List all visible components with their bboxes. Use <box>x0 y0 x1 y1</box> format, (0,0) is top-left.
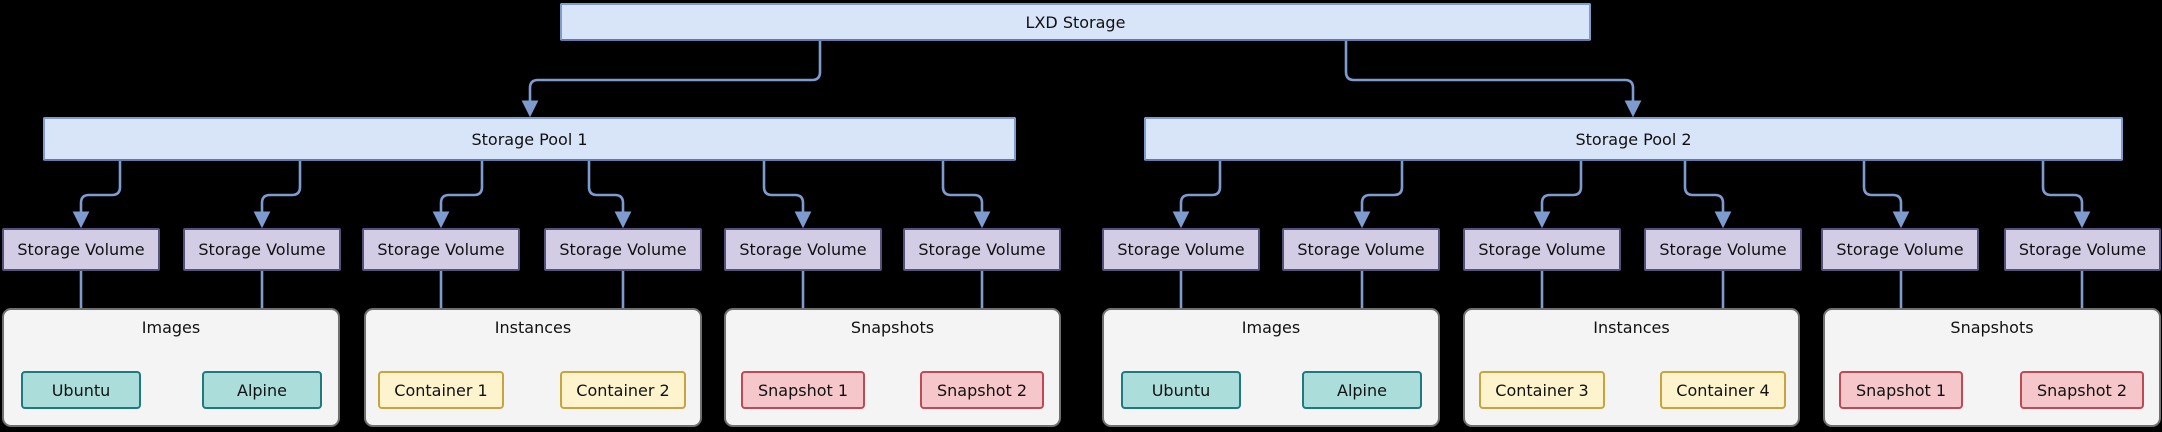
node-storage-volume-3: Storage Volume <box>362 228 520 271</box>
group-title: Instances <box>1593 318 1670 337</box>
node-alpine-1: Alpine <box>202 371 322 409</box>
group-snapshots-right: Snapshots <box>1823 308 2161 427</box>
node-ubuntu-2: Ubuntu <box>1121 371 1241 409</box>
node-storage-pool-2: Storage Pool 2 <box>1144 117 2123 161</box>
node-snapshot-2-left: Snapshot 2 <box>920 371 1044 409</box>
node-snapshot-2-right: Snapshot 2 <box>2020 371 2144 409</box>
node-container-4: Container 4 <box>1660 371 1786 409</box>
node-container-3: Container 3 <box>1479 371 1605 409</box>
group-title: Instances <box>494 318 572 337</box>
node-storage-volume-2: Storage Volume <box>183 228 341 271</box>
node-storage-volume-10: Storage Volume <box>1644 228 1802 271</box>
group-title: Snapshots <box>1950 318 2034 337</box>
group-images-left: Images <box>2 308 340 427</box>
node-storage-volume-9: Storage Volume <box>1463 228 1621 271</box>
node-storage-volume-6: Storage Volume <box>903 228 1061 271</box>
node-alpine-2: Alpine <box>1302 371 1422 409</box>
node-storage-pool-1: Storage Pool 1 <box>43 117 1016 161</box>
node-storage-volume-1: Storage Volume <box>2 228 160 271</box>
group-title: Snapshots <box>850 318 935 337</box>
node-storage-volume-4: Storage Volume <box>544 228 702 271</box>
node-storage-volume-5: Storage Volume <box>724 228 882 271</box>
group-instances-left: Instances <box>364 308 702 427</box>
node-storage-volume-7: Storage Volume <box>1102 228 1260 271</box>
node-container-2: Container 2 <box>560 371 686 409</box>
group-instances-right: Instances <box>1463 308 1800 427</box>
node-container-1: Container 1 <box>378 371 504 409</box>
group-snapshots-left: Snapshots <box>724 308 1061 427</box>
node-snapshot-1-right: Snapshot 1 <box>1839 371 1963 409</box>
group-images-right: Images <box>1102 308 1440 427</box>
node-storage-volume-11: Storage Volume <box>1821 228 1979 271</box>
node-storage-volume-12: Storage Volume <box>2004 228 2161 271</box>
group-title: Images <box>1241 318 1301 337</box>
node-snapshot-1-left: Snapshot 1 <box>741 371 865 409</box>
node-ubuntu-1: Ubuntu <box>21 371 141 409</box>
group-title: Images <box>141 318 201 337</box>
node-storage-volume-8: Storage Volume <box>1282 228 1440 271</box>
node-lxd-storage: LXD Storage <box>560 3 1591 41</box>
